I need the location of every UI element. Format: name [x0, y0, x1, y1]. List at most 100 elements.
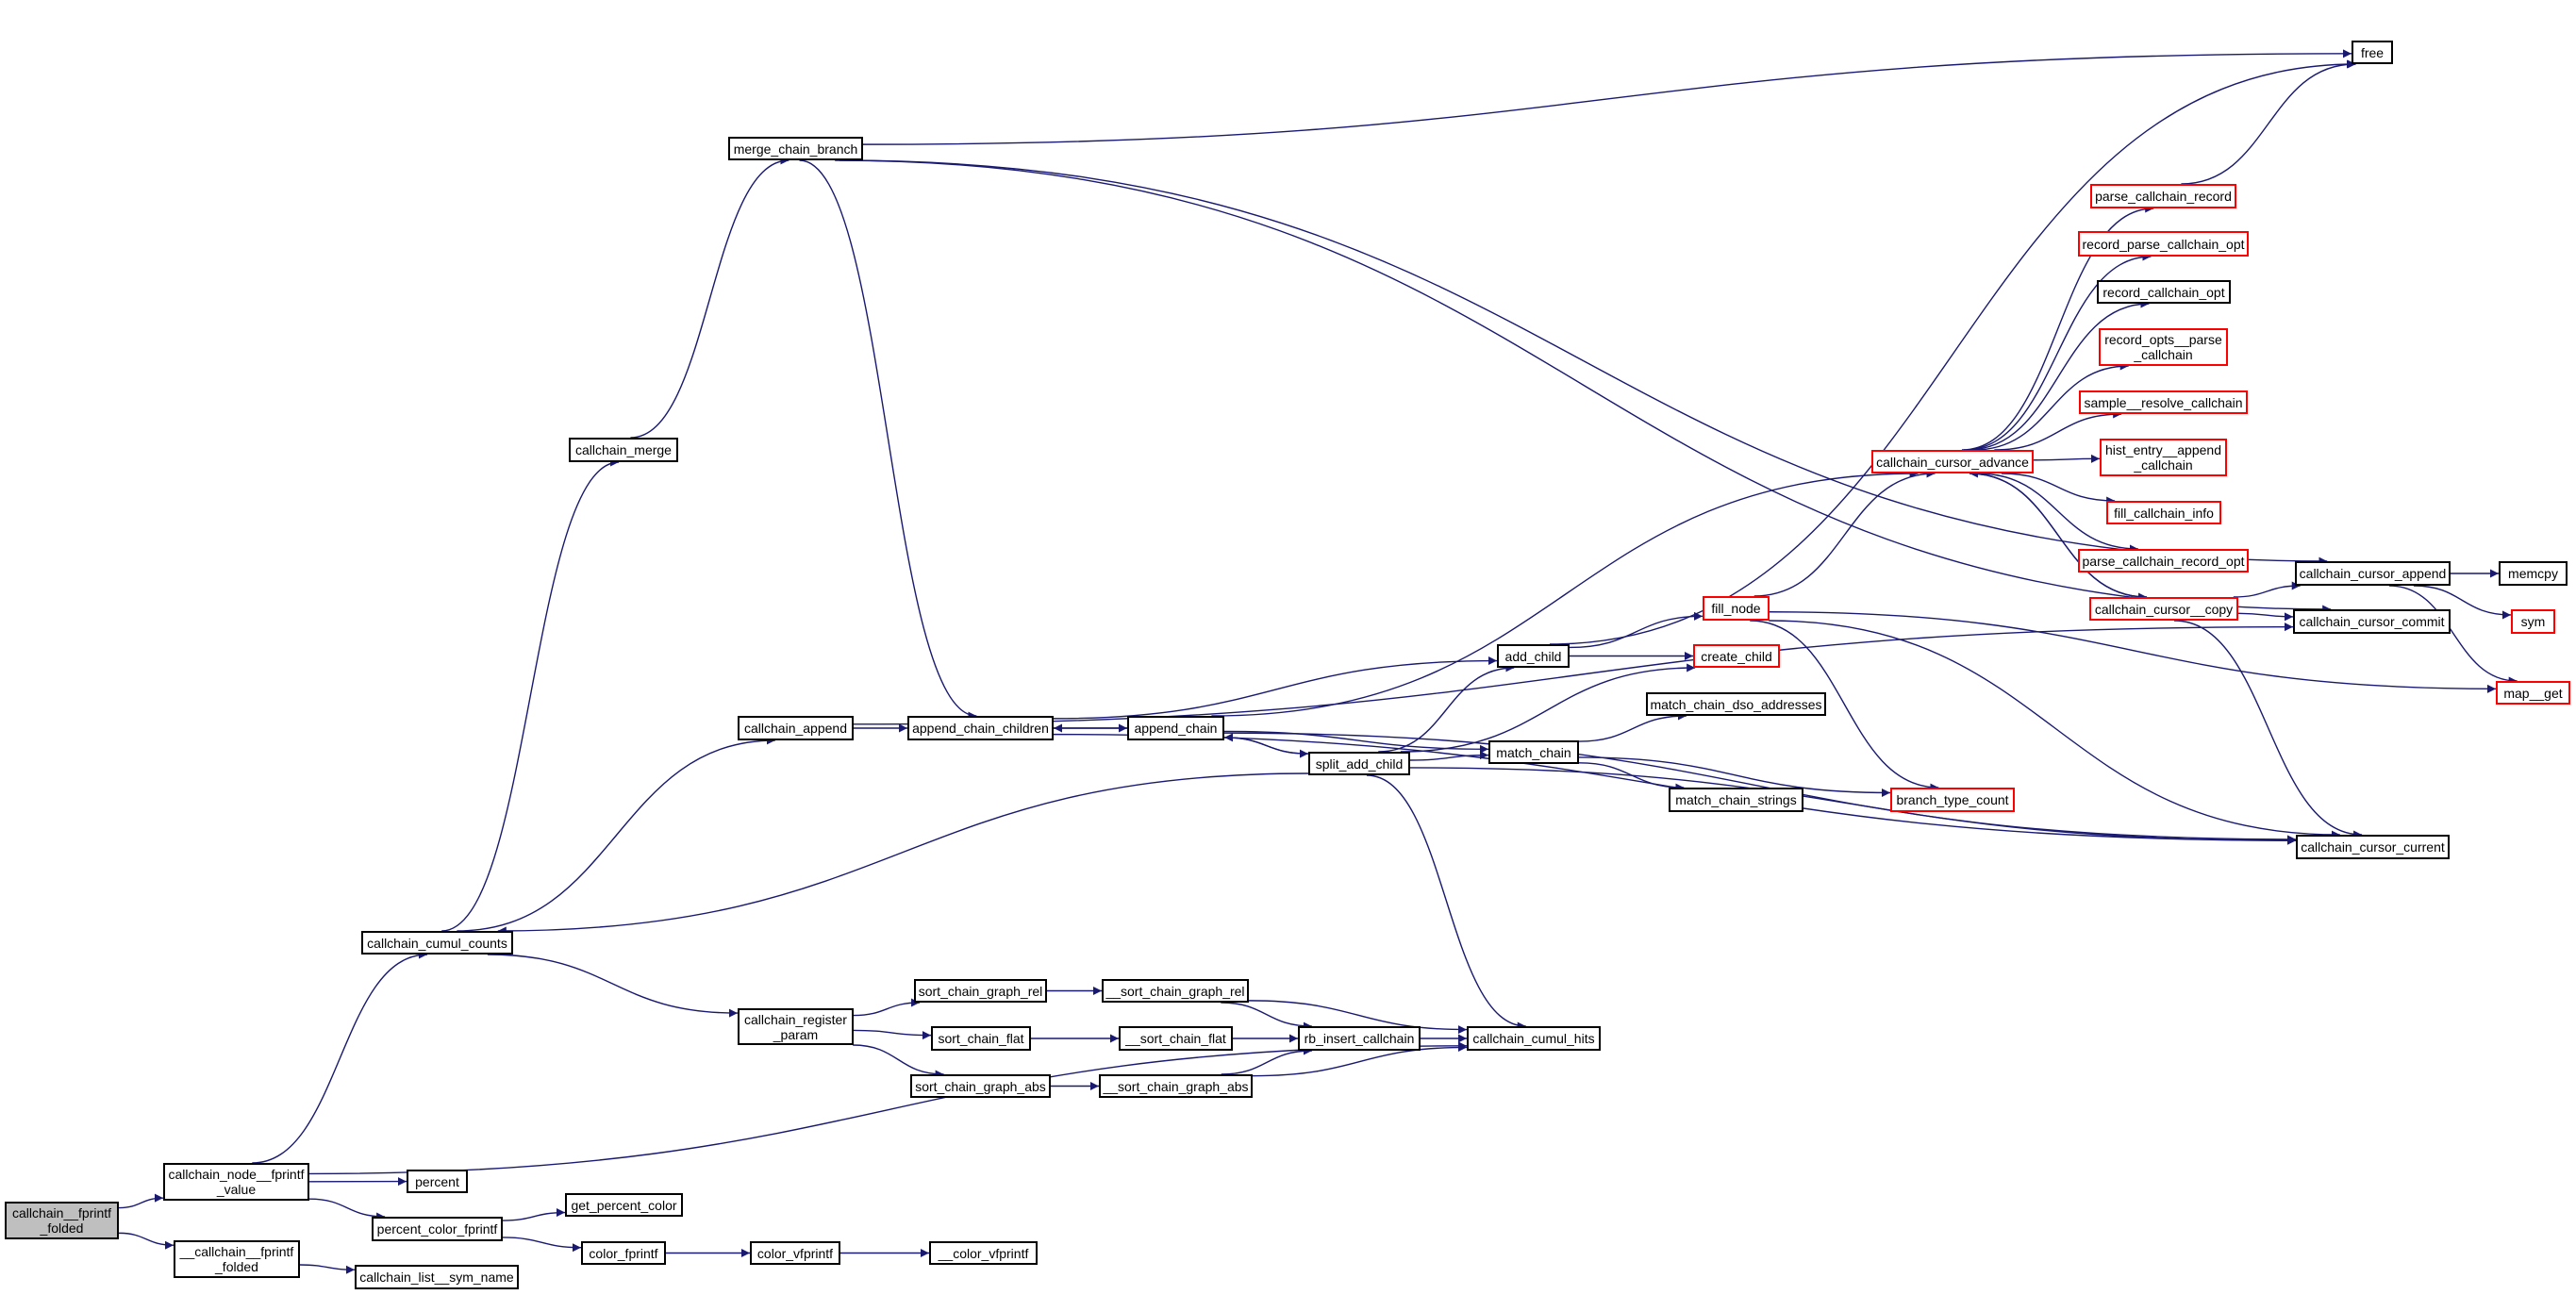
node-sort-flat[interactable]: sort_chain_flat [931, 1026, 1031, 1051]
node-rb-insert[interactable]: rb_insert_callchain [1298, 1026, 1421, 1051]
node-color-vfprintf[interactable]: color_vfprintf [750, 1241, 840, 1265]
node-percent-color-fprintf[interactable]: percent_color_fprintf [372, 1217, 503, 1241]
node-cursor-commit[interactable]: callchain_cursor_commit [2293, 609, 2451, 634]
edge-cursor_copy-to-cursor_advance [1969, 469, 2148, 598]
edge-register_param-to-sort_flat [853, 1029, 932, 1040]
edge-cursor_advance-to-parse_callchain_record [1961, 204, 2154, 451]
edge-split_add_child-to-cumul_hits [1366, 774, 1526, 1031]
edge-fill_node-to-map_get [1769, 611, 2497, 693]
node-add-child[interactable]: add_child [1497, 644, 1570, 668]
node-cumul-counts[interactable]: callchain_cumul_counts [361, 931, 513, 955]
edge-fill_node-to-branch_type_count [1750, 620, 1939, 792]
node-list-sym-name[interactable]: callchain_list__sym_name [355, 1265, 519, 1289]
edge-split_add_child-to-match_chain [1409, 751, 1489, 761]
node-callchain-merge[interactable]: callchain_merge [569, 438, 678, 462]
node-color-fprintf[interactable]: color_fprintf [581, 1241, 666, 1265]
edge-node_fprintf_value-to-cumul_hits [308, 1041, 1468, 1175]
edge-__fprintf_folded-to-list_sym_name [299, 1264, 356, 1274]
node-register-param[interactable]: callchain_register _param [738, 1008, 854, 1045]
node-create-child[interactable]: create_child [1693, 644, 1780, 668]
edge-cursor_copy-to-cursor_current [2173, 620, 2363, 839]
edge-split_add_child-to-cursor_current [1409, 767, 2297, 845]
edge-cursor_copy-to-cursor_commit [2237, 612, 2294, 622]
edge-cursor_advance-to-hist_entry_append [2033, 454, 2101, 463]
edge-match_chain-to-match_chain_dso [1578, 711, 1687, 742]
edge-fill_node-to-cursor_current [1769, 620, 2340, 839]
edge-merge_chain_branch-to-cursor_append [839, 159, 2328, 566]
node-branch-type-count[interactable]: branch_type_count [1890, 788, 2015, 812]
edge-node_fprintf_value-to-percent_color_fprintf [308, 1198, 386, 1221]
node-sort-graph-rel[interactable]: __sort_chain_graph_rel [1102, 979, 1249, 1003]
node-parse-callchain-record[interactable]: parse_callchain_record [2090, 184, 2236, 208]
edge-parse_callchain_record-to-free [2181, 59, 2355, 185]
edge-percent_color_fprintf-to-color_fprintf [502, 1237, 582, 1253]
node-append-chain-children[interactable]: append_chain_children [907, 716, 1054, 740]
node-sym[interactable]: sym [2511, 609, 2555, 634]
node-cursor-append[interactable]: callchain_cursor_append [2295, 561, 2451, 586]
node-node-fprintf-value[interactable]: callchain_node__fprintf _value [163, 1163, 309, 1201]
edge-cursor_advance-to-parse_callchain_record_opt [1977, 473, 2138, 554]
node-hist-entry-append[interactable]: hist_entry__append _callchain [2100, 439, 2227, 476]
edge-merge_chain_branch-to-append_chain_children [799, 159, 977, 721]
node-fprintf-folded: callchain__fprintf _folded [5, 1202, 119, 1239]
edge-node_fprintf_value-to-cumul_counts [252, 950, 427, 1164]
edge-cursor_advance-to-fill_callchain_info [2001, 473, 2116, 506]
edge-split_add_child-to-append_chain [1223, 733, 1309, 755]
node-memcpy[interactable]: memcpy [2499, 561, 2568, 586]
edge-add_child-to-fill_node [1569, 611, 1703, 649]
node-map-get[interactable]: map__get [2496, 681, 2570, 705]
node-callchain-append[interactable]: callchain_append [738, 716, 854, 740]
node-append-chain[interactable]: append_chain [1127, 716, 1224, 740]
edge-cursor_advance-to-record_callchain_opt [1967, 299, 2150, 451]
edge-percent_color_fprintf-to-get_percent_color [502, 1208, 566, 1221]
edge-merge_chain_branch-to-cursor_commit [835, 159, 2332, 614]
node-fill-node[interactable]: fill_node [1703, 596, 1770, 621]
edge-cursor_copy-to-cursor_append [2233, 581, 2301, 598]
node-match-chain-dso[interactable]: match_chain_dso_addresses [1646, 692, 1826, 716]
edge-__sort_graph_rel-to-cumul_hits [1248, 1000, 1468, 1035]
edge-__sort_graph_abs-to-cumul_hits [1252, 1042, 1468, 1077]
edge-match_chain-to-branch_type_count [1578, 756, 1891, 797]
edge-split_add_child-to-create_child [1400, 663, 1696, 753]
node-cumul-hits[interactable]: callchain_cumul_hits [1467, 1026, 1601, 1051]
node-sort-flat[interactable]: __sort_chain_flat [1119, 1026, 1233, 1051]
node-merge-chain-branch[interactable]: merge_chain_branch [728, 137, 863, 160]
node-get-percent-color[interactable]: get_percent_color [565, 1193, 683, 1217]
edge-cursor_append-to-map_get [2388, 585, 2518, 686]
edge-register_param-to-sort_graph_rel [853, 998, 921, 1017]
node-cursor-copy[interactable]: callchain_cursor__copy [2089, 597, 2238, 621]
node-sort-graph-abs[interactable]: __sort_chain_graph_abs [1099, 1074, 1253, 1098]
edge-fill_node-to-cursor_advance [1753, 469, 1936, 597]
node-split-add-child[interactable]: split_add_child [1308, 752, 1410, 775]
node-record-callchain-opt[interactable]: record_callchain_opt [2097, 280, 2231, 304]
node-sort-graph-rel[interactable]: sort_chain_graph_rel [914, 979, 1047, 1003]
node-color-vfprintf[interactable]: __color_vfprintf [929, 1241, 1038, 1265]
node-parse-callchain-record-opt[interactable]: parse_callchain_record_opt [2078, 549, 2249, 573]
node-sample-resolve[interactable]: sample__resolve_callchain [2079, 390, 2248, 414]
edge-merge_chain_branch-to-free [862, 49, 2352, 145]
node-record-opts-parse[interactable]: record_opts__parse _callchain [2099, 328, 2228, 366]
node-cursor-current[interactable]: callchain_cursor_current [2296, 835, 2450, 859]
node-free[interactable]: free [2352, 41, 2393, 64]
node-sort-graph-abs[interactable]: sort_chain_graph_abs [910, 1074, 1051, 1098]
node-fprintf-folded[interactable]: __callchain__fprintf _folded [174, 1240, 300, 1278]
node-record-parse-callchain-opt[interactable]: record_parse_callchain_opt [2078, 231, 2249, 257]
node-match-chain-strings[interactable]: match_chain_strings [1669, 788, 1803, 812]
edge-cumul_counts-to-callchain_append [457, 736, 775, 932]
node-match-chain[interactable]: match_chain [1488, 740, 1579, 764]
edge-cursor_append-to-sym [2413, 585, 2512, 620]
edge-cursor_advance-to-record_parse_callchain_opt [1964, 252, 2152, 451]
node-percent[interactable]: percent [407, 1170, 468, 1193]
edge-__sort_graph_rel-to-rb_insert [1221, 1002, 1312, 1031]
edge-append_chain_children-to-add_child [1053, 656, 1498, 720]
node-fill-callchain-info[interactable]: fill_callchain_info [2106, 501, 2221, 524]
edge-cursor_advance-to-record_opts_parse [1973, 361, 2129, 451]
edge-append_chain-to-cursor_advance [1211, 469, 1919, 717]
node-cursor-advance[interactable]: callchain_cursor_advance [1871, 450, 2034, 473]
edge-cumul_counts-to-callchain_merge [441, 457, 620, 932]
edge-register_param-to-sort_graph_abs [853, 1044, 944, 1079]
edge-cumul_counts-to-register_param [487, 954, 739, 1018]
edge-callchain_merge-to-merge_chain_branch [630, 156, 789, 439]
edge-split_add_child-to-cumul_counts [497, 772, 1309, 936]
